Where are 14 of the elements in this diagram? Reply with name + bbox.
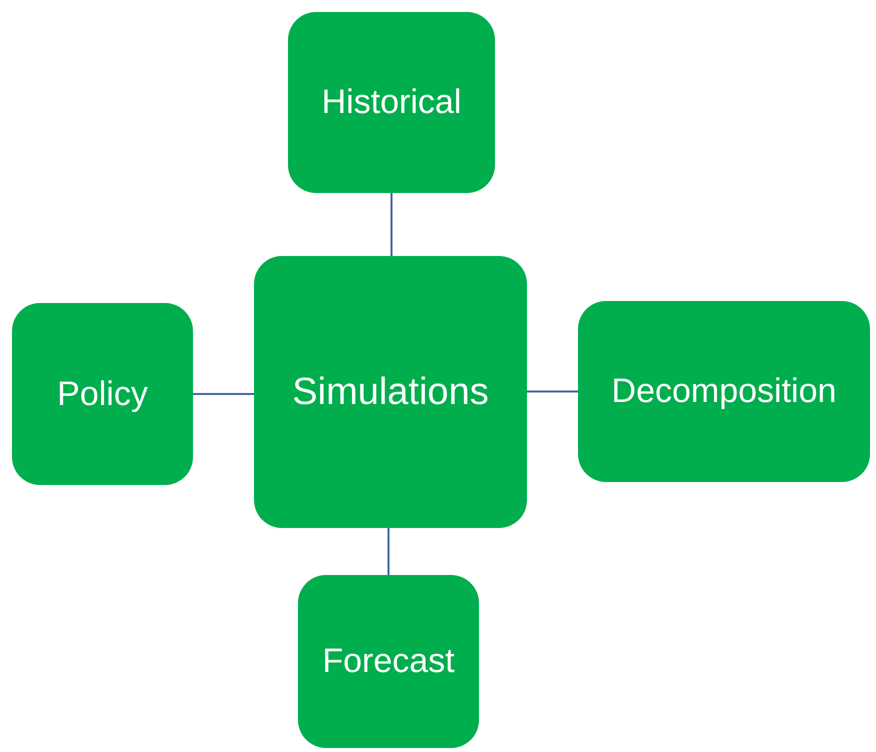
- connector-line: [388, 528, 390, 575]
- connector-line: [527, 390, 578, 392]
- process-box: [254, 256, 527, 528]
- process-box: [288, 12, 495, 193]
- node-label: Forecast: [322, 642, 455, 681]
- node-label: Historical: [322, 83, 462, 122]
- node-label: Decomposition: [612, 372, 836, 411]
- node-label: Policy: [57, 374, 148, 414]
- connector-line: [193, 393, 254, 395]
- connector-line: [390, 193, 392, 256]
- process-box: [578, 301, 870, 482]
- node-label: Simulations: [292, 370, 489, 414]
- process-box: [12, 303, 193, 485]
- process-box: [298, 575, 479, 748]
